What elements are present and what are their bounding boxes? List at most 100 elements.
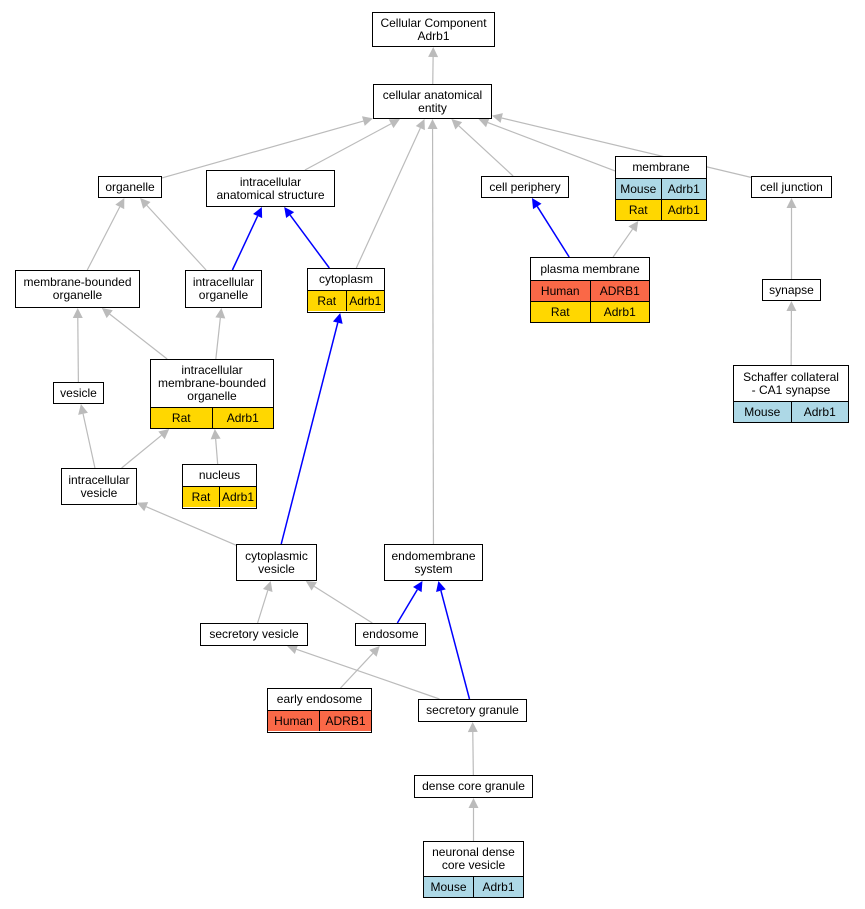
arrowhead-endomem-to-cae: [427, 119, 438, 130]
node-organelle[interactable]: organelle: [98, 176, 162, 198]
annotation-row: Rat Adrb1: [183, 486, 256, 507]
species-cell: Mouse: [616, 179, 661, 199]
edge-part_of-endosome-to-endomem: [396, 589, 418, 624]
edge-part_of-io-to-ias: [231, 215, 259, 271]
node-endosome[interactable]: endosome: [355, 623, 426, 646]
gene-cell: Adrb1: [589, 302, 649, 322]
arrowhead-celljunc-to-cae: [492, 113, 503, 123]
node-label: synapse: [769, 282, 814, 297]
arrowhead-cytoplasm-to-cae: [415, 119, 425, 131]
edge-is_a-io-to-organelle: [146, 204, 207, 271]
edge-is_a-pm-to-membrane: [612, 228, 634, 258]
edge-is_a-iv-to-imbo: [121, 434, 162, 469]
node-secretory-granule[interactable]: secretory granule: [418, 699, 527, 722]
gene-cell: Adrb1: [790, 402, 848, 422]
annotation-row: Human ADRB1: [531, 280, 649, 301]
node-label: cytoplasm: [318, 272, 374, 286]
arrowhead-vesicle-to-mbo: [72, 308, 83, 319]
species-cell: Mouse: [424, 877, 473, 897]
node-label: membrane: [632, 160, 690, 174]
edge-is_a-imbo-to-mbo: [109, 313, 168, 360]
annotation-row: Human ADRB1: [268, 710, 371, 731]
node-label: vesicle: [60, 385, 97, 400]
gene-cell: ADRB1: [589, 281, 649, 301]
node-cell-junction[interactable]: cell junction: [751, 176, 832, 198]
node-secretory-vesicle[interactable]: secretory vesicle: [200, 623, 308, 646]
edge-is_a-secgran-to-secves: [296, 648, 440, 700]
node-synapse[interactable]: synapse: [762, 279, 821, 301]
node-membrane[interactable]: membrane Mouse Adrb1 Rat Adrb1: [615, 156, 707, 221]
node-early-endosome[interactable]: early endosome Human ADRB1: [267, 688, 372, 733]
arrowhead-imbo-to-mbo: [101, 308, 113, 319]
node-label: secretory granule: [426, 703, 519, 717]
arrowhead-secgran-to-endomem: [436, 581, 446, 592]
arrowhead-io-to-organelle: [140, 198, 151, 209]
edge-is_a-cytoplasm-to-cae: [355, 127, 421, 269]
arrowhead-secgran-to-secves: [287, 644, 299, 655]
arrowhead-imbo-to-io: [215, 308, 226, 319]
node-cytoplasm[interactable]: cytoplasm Rat Adrb1: [307, 268, 385, 313]
gene-cell: ADRB1: [319, 711, 371, 731]
arrowhead-cae-to-root: [428, 47, 439, 58]
node-label: nucleus: [198, 468, 241, 482]
arrowhead-iv-to-vesicle: [78, 404, 88, 415]
annotation-row: Rat Adrb1: [308, 290, 384, 311]
arrowhead-schaffer-to-synapse: [786, 301, 797, 312]
edge-is_a-vesicle-to-mbo: [77, 317, 79, 383]
arrowhead-cellper-to-cae: [451, 119, 463, 130]
arrowhead-endosome-to-cv: [305, 581, 317, 591]
arrowhead-dcg-to-secgran: [467, 722, 478, 733]
annotation-row: Mouse Adrb1: [616, 178, 706, 199]
edge-part_of-cytoplasm-to-ias: [289, 214, 330, 269]
node-cell-periphery[interactable]: cell periphery: [481, 176, 569, 198]
arrowhead-endosome-to-endomem: [413, 581, 423, 593]
edge-is_a-secves-to-cv: [257, 590, 269, 624]
arrowhead-earlyendo-to-endosome: [369, 646, 380, 657]
species-cell: Human: [268, 711, 319, 731]
node-nucleus[interactable]: nucleus Rat Adrb1: [182, 464, 257, 509]
arrowhead-secves-to-cv: [262, 581, 273, 593]
edge-is_a-cellper-to-cae: [458, 125, 514, 177]
arrowhead-organelle-to-cae: [362, 116, 373, 126]
gene-cell: Adrb1: [345, 291, 384, 311]
node-schaffer-collateral-ca1-synapse[interactable]: Schaffer collateral- CA1 synapse Mouse A…: [733, 365, 849, 423]
gene-cell: Adrb1: [660, 200, 706, 220]
node-label: organelle: [105, 179, 155, 194]
edge-part_of-pm-to-cellper: [536, 206, 570, 258]
node-vesicle[interactable]: vesicle: [53, 382, 104, 404]
edge-is_a-membrane-to-cae: [487, 121, 616, 172]
species-cell: Rat: [183, 487, 219, 507]
edge-is_a-endomem-to-cae: [431, 128, 435, 545]
species-cell: Rat: [531, 302, 590, 322]
annotation-row: Mouse Adrb1: [734, 401, 848, 422]
node-plasma-membrane[interactable]: plasma membrane Human ADRB1 Rat Adrb1: [530, 257, 650, 323]
arrowhead-pm-to-cellper: [531, 198, 542, 210]
arrowhead-io-to-ias: [253, 207, 263, 219]
annotation-row: Rat Adrb1: [616, 199, 706, 220]
annotation-row: Rat Adrb1: [151, 407, 273, 428]
species-cell: Human: [531, 281, 590, 301]
node-label: plasma membrane: [540, 261, 640, 276]
edge-is_a-organelle-to-cae: [161, 120, 364, 179]
edge-is_a-mbo-to-organelle: [86, 206, 121, 271]
edge-is_a-dcg-to-secgran: [472, 731, 474, 776]
gene-cell: Adrb1: [473, 877, 523, 897]
node-dense-core-granule[interactable]: dense core granule: [414, 775, 533, 798]
edge-is_a-cv-to-iv: [145, 506, 237, 546]
arrowhead-cv-to-cytoplasm: [332, 313, 343, 324]
